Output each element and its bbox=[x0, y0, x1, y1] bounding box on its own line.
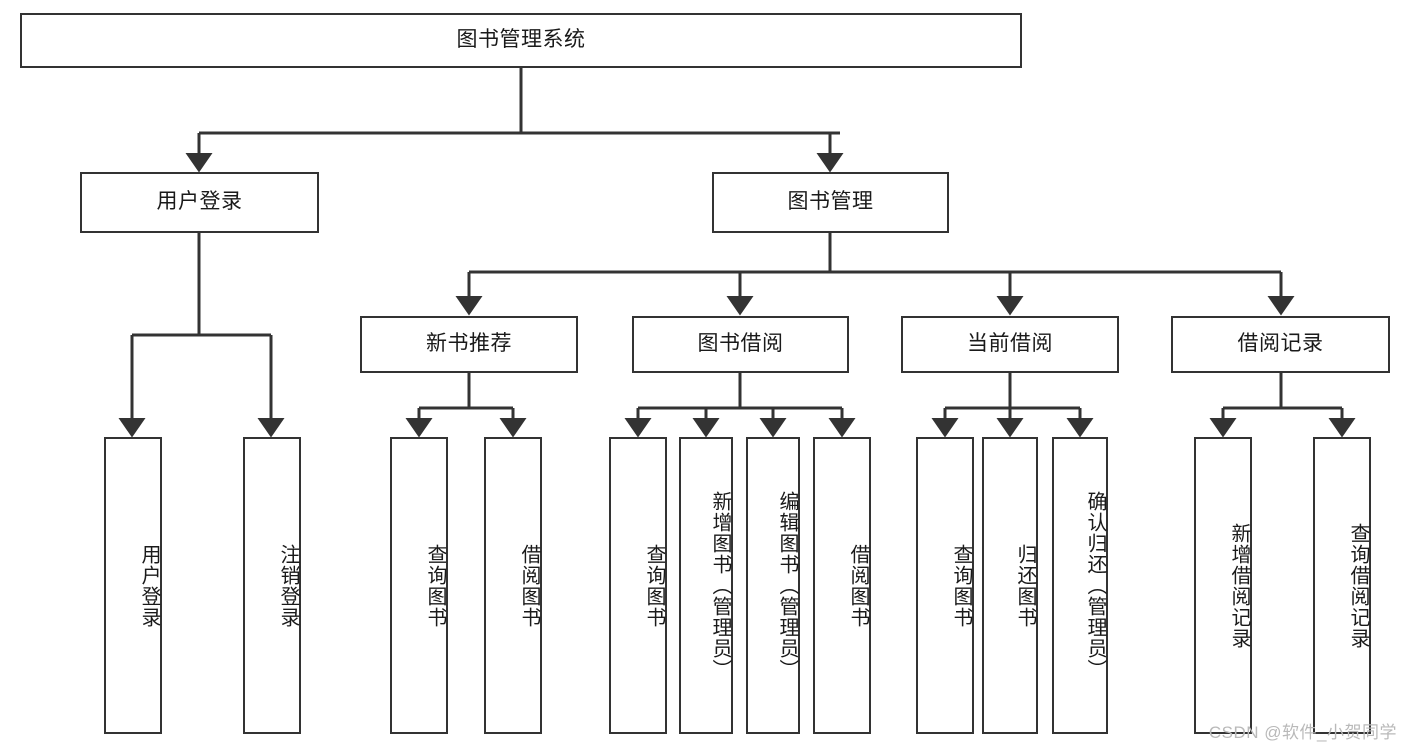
leaf-return-book[interactable]: 归还图书 bbox=[982, 437, 1038, 734]
leaf-add-book-label: 新增图书（管理员） bbox=[709, 491, 731, 680]
leaf-query-book-borrow[interactable]: 查询图书 bbox=[609, 437, 667, 734]
leaf-user-login[interactable]: 用户登录 bbox=[104, 437, 162, 734]
leaf-edit-book-label: 编辑图书（管理员） bbox=[776, 491, 798, 680]
node-current-borrow[interactable]: 当前借阅 bbox=[901, 316, 1119, 373]
leaf-query-book-borrow-label: 查询图书 bbox=[643, 543, 665, 628]
leaf-add-book[interactable]: 新增图书（管理员） bbox=[679, 437, 733, 734]
leaf-edit-book[interactable]: 编辑图书（管理员） bbox=[746, 437, 800, 734]
leaf-user-login-label: 用户登录 bbox=[138, 543, 160, 628]
node-book-management[interactable]: 图书管理 bbox=[712, 172, 949, 233]
node-book-management-label: 图书管理 bbox=[787, 190, 874, 214]
leaf-return-book-label: 归还图书 bbox=[1014, 543, 1036, 628]
node-book-borrow[interactable]: 图书借阅 bbox=[632, 316, 849, 373]
leaf-borrow-book-new[interactable]: 借阅图书 bbox=[484, 437, 542, 734]
leaf-borrow-book-new-label: 借阅图书 bbox=[518, 543, 540, 628]
node-root[interactable]: 图书管理系统 bbox=[20, 13, 1022, 68]
leaf-add-borrow-record-label: 新增借阅记录 bbox=[1228, 522, 1250, 649]
leaf-borrow-book[interactable]: 借阅图书 bbox=[813, 437, 871, 734]
node-user-login[interactable]: 用户登录 bbox=[80, 172, 319, 233]
leaf-query-book-new-label: 查询图书 bbox=[424, 543, 446, 628]
csdn-watermark: CSDN @软件_小贺同学 bbox=[1208, 723, 1397, 742]
node-borrow-record-label: 借阅记录 bbox=[1237, 332, 1324, 356]
leaf-confirm-return[interactable]: 确认归还（管理员） bbox=[1052, 437, 1108, 734]
node-user-login-label: 用户登录 bbox=[156, 190, 243, 214]
leaf-query-borrow-record[interactable]: 查询借阅记录 bbox=[1313, 437, 1371, 734]
leaf-query-book-current[interactable]: 查询图书 bbox=[916, 437, 974, 734]
node-book-borrow-label: 图书借阅 bbox=[697, 332, 784, 356]
leaf-query-book-current-label: 查询图书 bbox=[950, 543, 972, 628]
node-new-book-recommendation[interactable]: 新书推荐 bbox=[360, 316, 578, 373]
leaf-query-borrow-record-label: 查询借阅记录 bbox=[1347, 522, 1369, 649]
node-new-book-recommendation-label: 新书推荐 bbox=[426, 332, 512, 356]
leaf-confirm-return-label: 确认归还（管理员） bbox=[1084, 491, 1106, 680]
leaf-query-book-new[interactable]: 查询图书 bbox=[390, 437, 448, 734]
leaf-add-borrow-record[interactable]: 新增借阅记录 bbox=[1194, 437, 1252, 734]
node-root-label: 图书管理系统 bbox=[456, 28, 586, 52]
node-borrow-record[interactable]: 借阅记录 bbox=[1171, 316, 1390, 373]
leaf-user-logout[interactable]: 注销登录 bbox=[243, 437, 301, 734]
node-current-borrow-label: 当前借阅 bbox=[967, 332, 1053, 356]
leaf-user-logout-label: 注销登录 bbox=[277, 543, 299, 628]
leaf-borrow-book-label: 借阅图书 bbox=[847, 543, 869, 628]
